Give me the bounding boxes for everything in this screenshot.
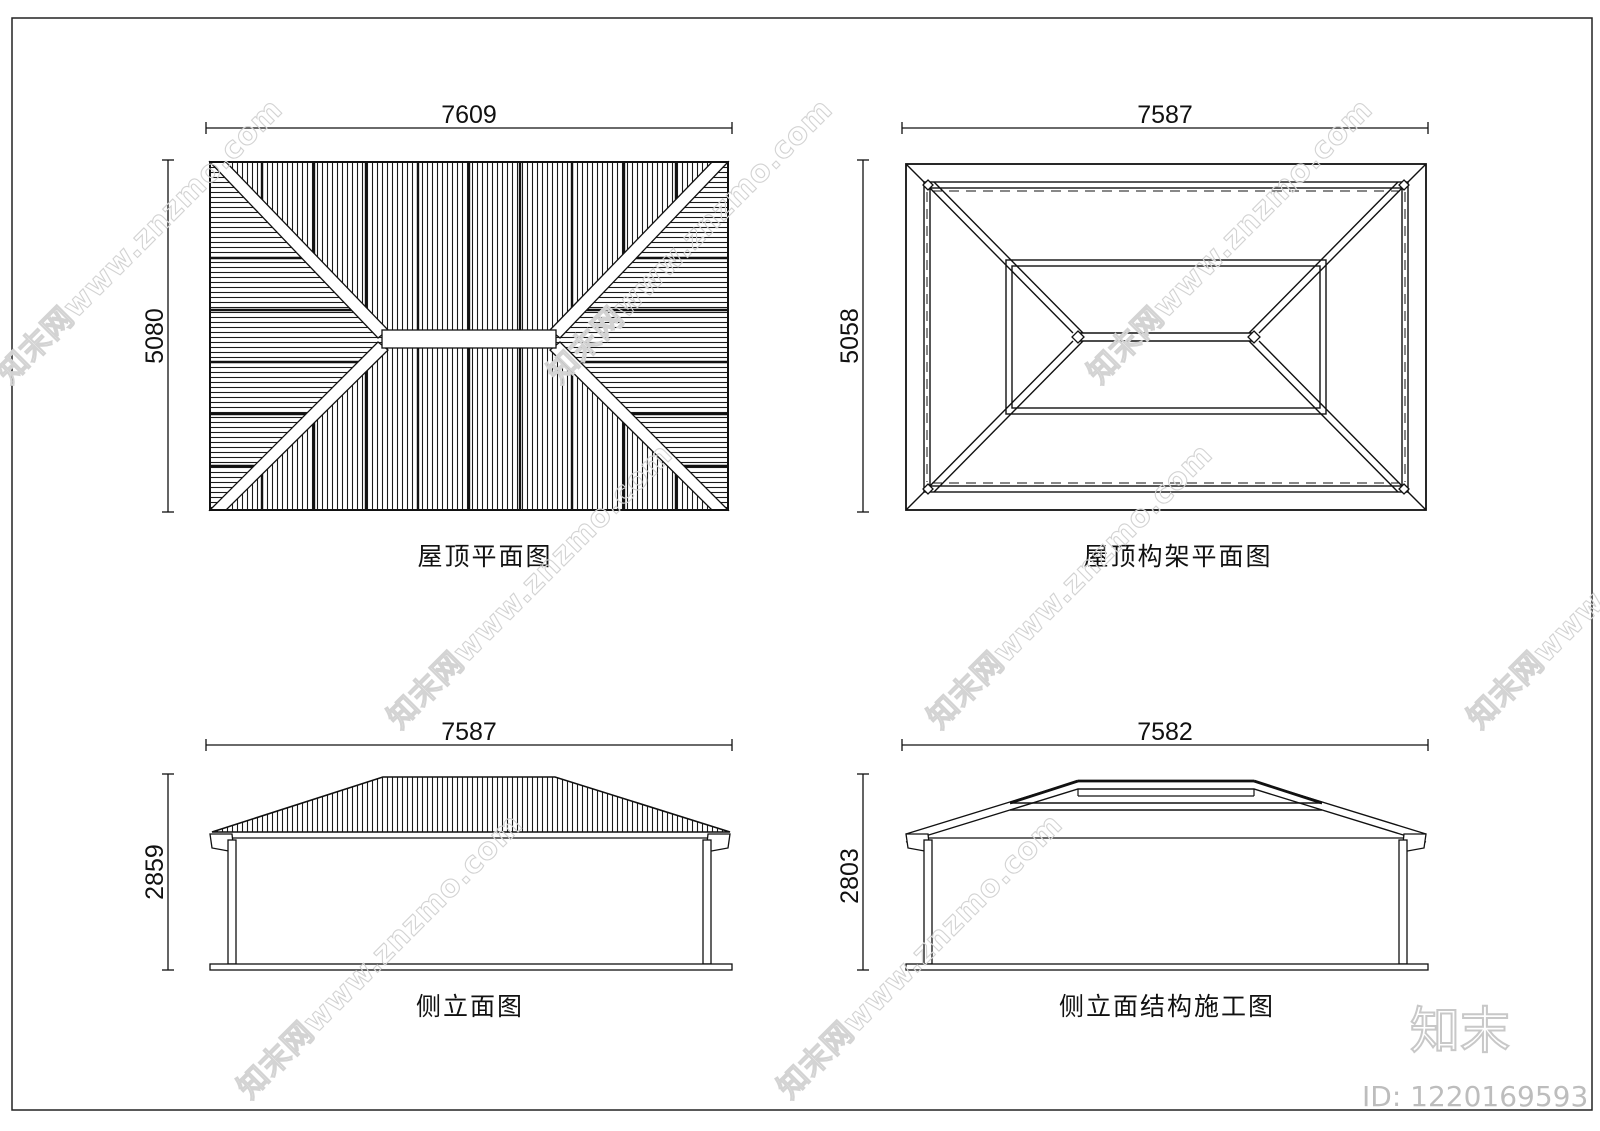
struct-roof-rafters [905, 779, 1427, 843]
watermark-id: ID: 1220169593 [1362, 1080, 1588, 1113]
frame-members [905, 163, 1427, 511]
elev-height-dimension: 2859 [141, 844, 169, 900]
plan-height-dimension: 5080 [141, 308, 169, 364]
struct-height-dimension: 2803 [836, 848, 864, 904]
watermark-text: 知末网www.znzmo.com [1081, 92, 1380, 391]
watermark-text: 知末网www.znzmo.com [921, 437, 1220, 736]
roof-plan-view: 7609 5080 [141, 101, 733, 571]
watermark-text: 知末网www.znzmo.com [1461, 437, 1600, 736]
struct-width-dimension: 7582 [1137, 718, 1193, 746]
frame-dashed-purlins [926, 190, 1406, 484]
elev-roof-surface [211, 776, 731, 833]
frame-height-dimension: 5058 [836, 308, 864, 364]
structure-elevation-view: 7582 2803 侧立面结构施工图 [836, 718, 1429, 1021]
struct-right-post [1398, 839, 1408, 965]
plan-panel-seams [210, 162, 728, 510]
watermark-logo: 知末 [1410, 1002, 1510, 1060]
struct-base-slab [905, 963, 1429, 971]
plan-outline [209, 161, 729, 511]
plan-width-dimension: 7609 [441, 101, 497, 129]
plan-hip-ridge-caps [208, 161, 730, 511]
frame-joint-nodes [922, 179, 1410, 495]
side-elevation-view: 7587 2859 侧立面图 [141, 718, 733, 1021]
elev-base-slab [209, 963, 733, 971]
roof-frame-plan-view: 7587 5058 [836, 101, 1429, 571]
frame-width-dimension: 7587 [1137, 101, 1193, 129]
watermark-text: 知末网www.znzmo.com [771, 807, 1070, 1106]
side-elevation-title: 侧立面图 [416, 992, 524, 1021]
sheet-border [11, 17, 1593, 1111]
elev-right-post [702, 839, 712, 965]
roof-plan-title: 屋顶平面图 [417, 542, 552, 571]
elev-left-post [227, 839, 237, 965]
elev-width-dimension: 7587 [441, 718, 497, 746]
structure-elevation-title: 侧立面结构施工图 [1059, 992, 1275, 1021]
roof-frame-plan-title: 屋顶构架平面图 [1083, 542, 1272, 571]
watermark-text: 知末网www.znzmo.com [231, 807, 530, 1106]
